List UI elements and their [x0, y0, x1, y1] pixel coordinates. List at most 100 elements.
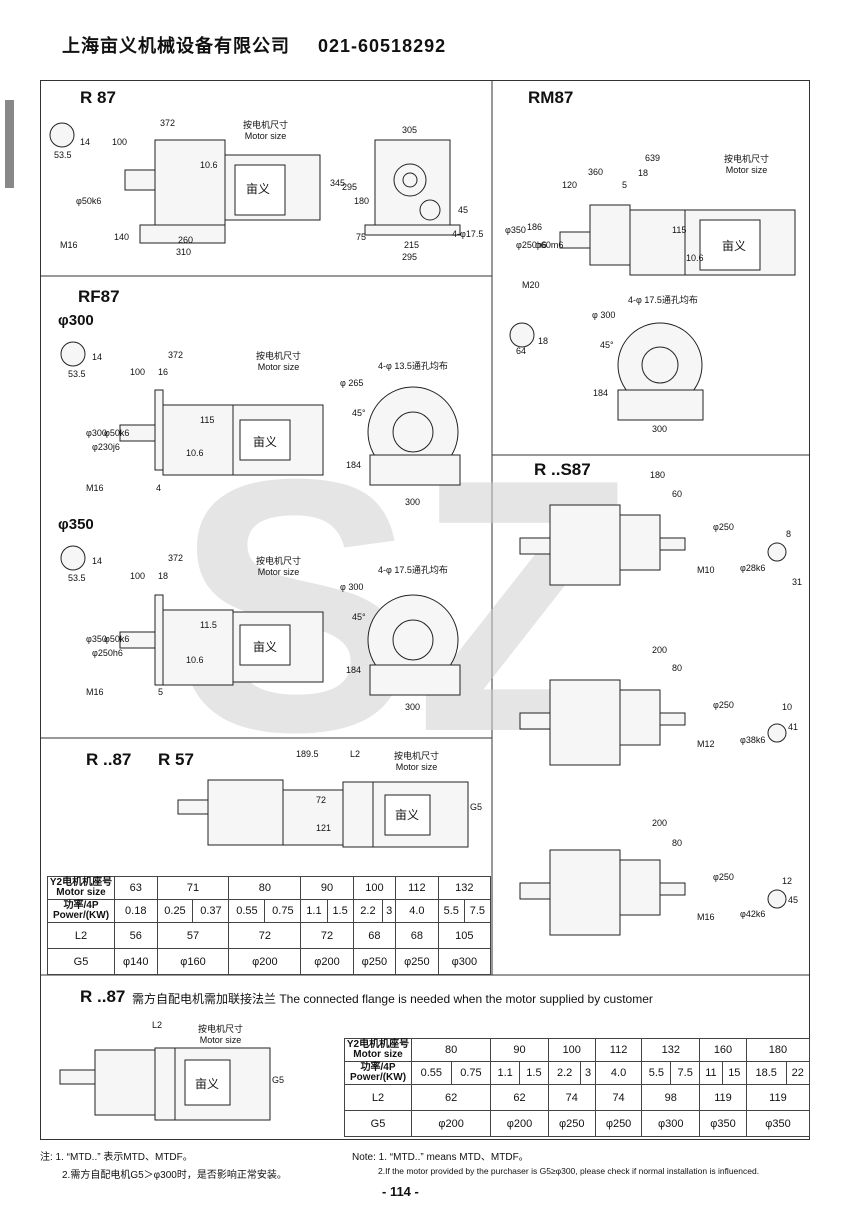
dim: M20	[522, 280, 540, 290]
dim: 60	[672, 489, 683, 499]
dim: φ50k6	[76, 196, 102, 206]
dim: 10	[782, 702, 793, 712]
dim: 310	[176, 247, 192, 257]
dim: φ250	[713, 700, 734, 710]
dim: 18	[158, 571, 169, 581]
dim: φ250h6	[92, 648, 123, 658]
title-r57: R 57	[158, 750, 194, 769]
power-cell: 2.2	[547, 1061, 582, 1085]
size-cell: 80	[410, 1038, 492, 1062]
size-cell: 63	[114, 876, 158, 900]
power-cell: 0.75	[450, 1061, 492, 1085]
note-cn-2: 2.需方自配电机G5＞φ300时，是否影响正常安装。	[62, 1170, 287, 1181]
dim: 215	[404, 240, 420, 250]
dim: 5	[158, 687, 164, 697]
power-cell: 3	[382, 899, 397, 923]
dim: φ250	[713, 872, 734, 882]
l2-cell: 98	[641, 1084, 701, 1111]
drawing-frame	[40, 80, 810, 1140]
dim: 120	[562, 180, 578, 190]
size-cell: 112	[594, 1038, 643, 1062]
dim: 100	[112, 137, 128, 147]
power-cell: 0.55	[228, 899, 266, 923]
power-cell: 11	[699, 1061, 723, 1085]
g5-cell: φ160	[156, 948, 230, 975]
side-bar-mark	[5, 100, 14, 188]
dim: 4-φ 17.5通孔均布	[378, 565, 448, 575]
g5-cell: φ250	[352, 948, 397, 975]
g5-cell: φ200	[300, 948, 354, 975]
l2-cell: 56	[114, 922, 158, 949]
size-cell: 80	[228, 876, 302, 900]
note-en-2: 2.If the motor provided by the purchaser…	[378, 1166, 760, 1176]
dim: 345	[330, 178, 346, 188]
dim: φ 300	[592, 310, 616, 320]
dim: 4	[156, 483, 162, 493]
dim: 4-φ17.5	[452, 229, 484, 239]
size-cell: 180	[745, 1038, 811, 1062]
dim: 360	[588, 167, 604, 177]
dim: 639	[645, 153, 661, 163]
title-r87-flange: R ..87	[80, 987, 126, 1006]
dim: 372	[168, 553, 184, 563]
dim: 75	[356, 232, 367, 242]
note-cn-1: 注: 1. “MTD..” 表示MTD、MTDF。	[40, 1152, 193, 1163]
dim: 186	[527, 222, 543, 232]
dim: φ50k6	[104, 428, 130, 438]
power-cell: 22	[785, 1061, 811, 1085]
dim: φ250	[713, 522, 734, 532]
dim: 10.6	[186, 655, 204, 665]
dim: 180	[354, 196, 370, 206]
dim: φ50k6	[104, 634, 130, 644]
dim: L2	[152, 1020, 163, 1030]
l2-cell: 72	[300, 922, 354, 949]
dim: 300	[652, 424, 668, 434]
power-cell: 0.25	[156, 899, 194, 923]
dim: 184	[593, 388, 609, 398]
label-d300: φ300	[58, 312, 94, 329]
title-r87: R 87	[80, 88, 116, 107]
g5-cell: φ250	[395, 948, 439, 975]
dim: 4-φ 17.5通孔均布	[628, 295, 698, 305]
power-cell: 15	[721, 1061, 747, 1085]
dim: 80	[672, 838, 683, 848]
size-cell: 100	[547, 1038, 596, 1062]
size-cell: 71	[156, 876, 230, 900]
power-cell: 1.1	[300, 899, 328, 923]
power-cell: 7.5	[670, 1061, 701, 1085]
dim: 31	[792, 577, 803, 587]
dim: 18	[638, 168, 649, 178]
dim: 72	[316, 795, 327, 805]
dim: 10.6	[686, 253, 704, 263]
power-cell: 0.37	[192, 899, 230, 923]
power-cell: 0.75	[264, 899, 302, 923]
size-cell: 112	[395, 876, 439, 900]
power-cell: 4.0	[395, 899, 439, 923]
title-r87-combined: R ..87	[86, 750, 132, 769]
dim: 45	[458, 205, 469, 215]
dim: φ300	[86, 428, 107, 438]
dim: 41	[788, 722, 799, 732]
dim: 45	[788, 895, 799, 905]
dim: 184	[346, 665, 362, 675]
title-rs87: R ..S87	[534, 460, 591, 479]
dim: 295	[402, 252, 418, 262]
l2-cell: 119	[745, 1084, 811, 1111]
dim: φ38k6	[740, 735, 766, 745]
g5-cell: φ200	[490, 1110, 549, 1137]
dim: 295	[342, 182, 358, 192]
dim: M16	[86, 687, 104, 697]
g5-label: G5	[47, 948, 115, 975]
